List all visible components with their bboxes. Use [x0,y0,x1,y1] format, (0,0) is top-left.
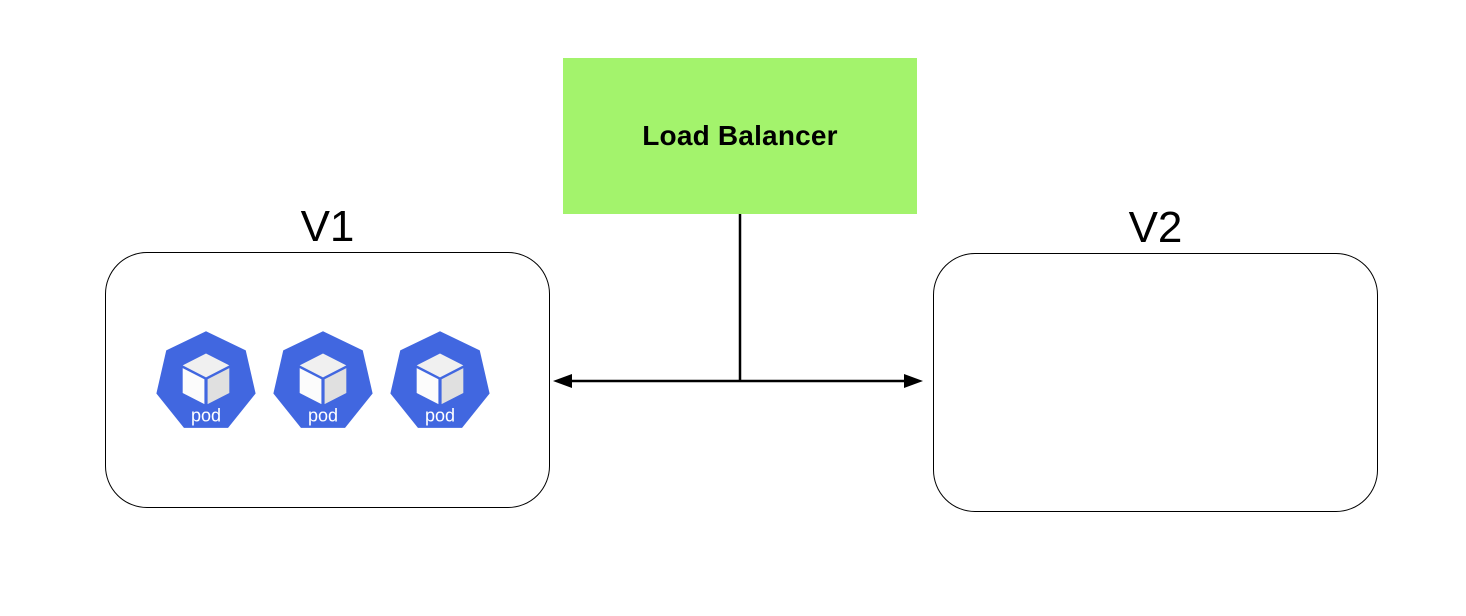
load-balancer-label: Load Balancer [642,120,838,151]
pod-icon: pod [156,331,256,428]
cube-left-face [416,368,439,405]
pod-label: pod [425,405,455,425]
v1-label: V1 [300,202,355,251]
pod-label: pod [308,405,338,425]
pod-row: pod pod pod [153,327,493,433]
cube-right-face [324,368,347,405]
pod-icon: pod [390,331,490,428]
cube-left-face [182,368,205,405]
v2-label: V2 [1128,203,1183,252]
cube-top-face [416,353,464,378]
cube-top-face [182,353,230,378]
pod-heptagon [156,331,256,428]
arrowhead-right-icon [904,374,923,388]
v2-container [933,253,1378,512]
pod-heptagon [390,331,490,428]
cube-left-face [299,368,322,405]
load-balancer-node: Load Balancer [563,58,917,214]
cube-top-face [299,353,347,378]
pod-label: pod [191,405,221,425]
pod-icon: pod [273,331,373,428]
arrowhead-left-icon [553,374,572,388]
pod-heptagon [273,331,373,428]
v1-container: pod pod pod [105,252,550,508]
cube-right-face [207,368,230,405]
cube-right-face [441,368,464,405]
